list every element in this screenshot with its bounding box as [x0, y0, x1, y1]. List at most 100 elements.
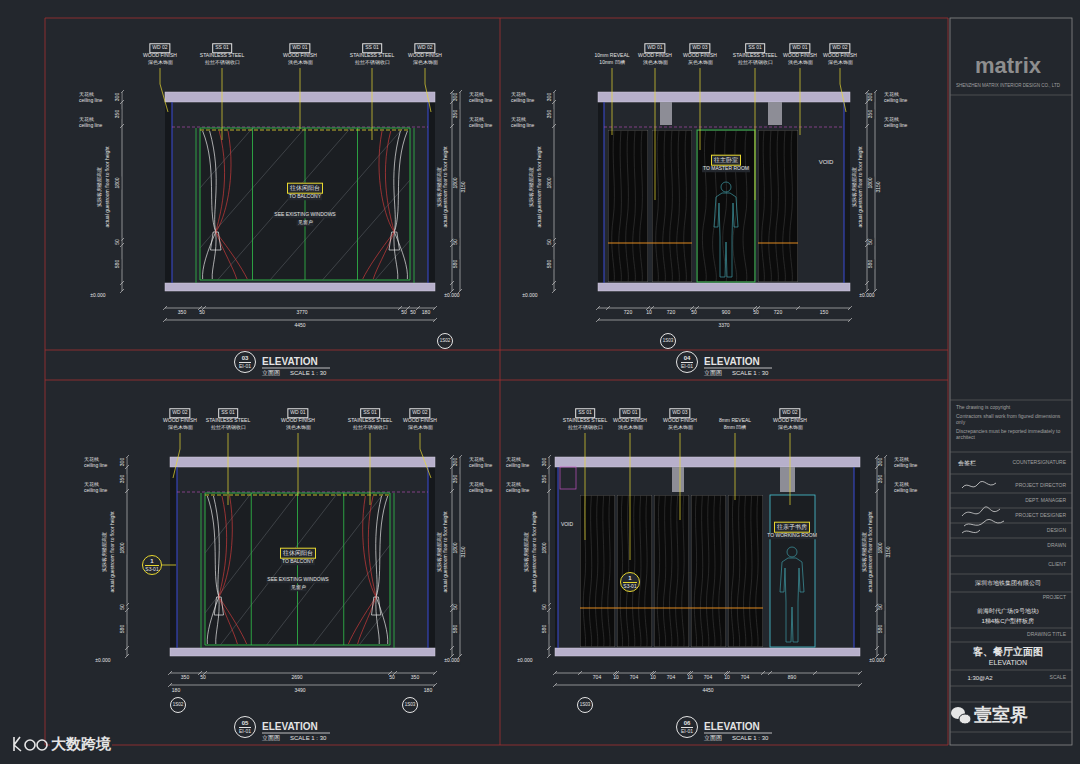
- title-block-text: SCALE: [1050, 675, 1066, 681]
- dimension: 580: [878, 624, 884, 634]
- height-note: actual guestroom floor to floor height: [443, 146, 449, 227]
- elevation-05: [170, 467, 177, 648]
- dimension: 50: [409, 310, 417, 316]
- callout-number: 03: [242, 355, 249, 362]
- elevation-05: [162, 565, 176, 566]
- elevation-04: [768, 102, 782, 125]
- level-label: ceiling line: [78, 123, 103, 129]
- dimension: 1800: [115, 176, 121, 189]
- elevation-04: [704, 368, 772, 369]
- level-label: ±0.000: [516, 658, 533, 664]
- dimension: 50: [120, 603, 126, 611]
- dimension: 50: [453, 603, 459, 611]
- dimension: 580: [453, 259, 459, 269]
- title-block-note: Discrepancies must be reported immediate…: [956, 429, 1064, 440]
- window-note: 见窗户: [290, 585, 307, 591]
- dimension: 3770: [295, 310, 308, 316]
- dimension: 720: [623, 310, 633, 316]
- dimension: 4450: [293, 323, 306, 329]
- material-note: 深色木饰面: [413, 60, 438, 66]
- level-label: 天花线: [83, 457, 100, 463]
- dimension: 704: [740, 675, 750, 681]
- height-note: actual guestroom floor to floor height: [532, 511, 538, 592]
- material-code: SS 01: [360, 408, 380, 418]
- level-label: ceiling line: [468, 98, 493, 104]
- material-note: 浅色木饰面: [643, 60, 668, 66]
- title-block: [959, 714, 971, 724]
- dimension: 10: [612, 675, 620, 681]
- material-code: SS 01: [218, 408, 238, 418]
- level-label: ±0.000: [858, 293, 875, 299]
- dimension: 720: [773, 310, 783, 316]
- dimension: 704: [703, 675, 713, 681]
- material-note: WOOD FINISH: [163, 418, 197, 424]
- leader-line: [160, 68, 846, 560]
- elevation-05: [177, 492, 428, 493]
- title-block-text: DRAWING TITLE: [1027, 632, 1066, 638]
- dimension: 1800: [542, 541, 548, 554]
- material-note: WOOD FINISH: [143, 53, 177, 59]
- title-block-text: DESIGN: [1047, 528, 1066, 534]
- title-block: [950, 18, 1072, 745]
- dimension: 300: [120, 457, 126, 467]
- material-code: WD 02: [409, 408, 430, 418]
- view-title: ELEVATION: [262, 721, 318, 732]
- leader-line: [160, 68, 431, 140]
- elevation-03: [428, 102, 435, 283]
- drawing-title: ELEVATION: [989, 659, 1027, 667]
- material-note: WOOD FINISH: [281, 418, 315, 424]
- dimension: 10: [649, 675, 657, 681]
- elevation-05: [170, 457, 435, 467]
- room-label: 往休闲阳台: [287, 183, 323, 194]
- elevation-03: [200, 128, 410, 280]
- material-note: STAINLESS STEEL: [350, 53, 394, 59]
- level-label: ceiling line: [893, 488, 918, 494]
- elevation-03: [262, 368, 330, 369]
- material-note: 深色木饰面: [168, 425, 193, 431]
- dimension: 50: [115, 238, 121, 246]
- dimension: 890: [787, 675, 797, 681]
- dimension: 350: [878, 474, 884, 484]
- material-code: WD 01: [644, 43, 665, 53]
- dimension: 1800: [453, 541, 459, 554]
- elevation-05: [428, 467, 435, 648]
- elevation-06: [617, 495, 652, 647]
- watermark: 壹室界: [974, 706, 1028, 726]
- title-block: [950, 95, 1072, 732]
- title-block-text: PROJECT DIRECTOR: [1015, 483, 1066, 489]
- title-block: [962, 481, 1004, 533]
- level-label: ceiling line: [468, 488, 493, 494]
- material-note: 浅色木饰面: [288, 60, 313, 66]
- material-note: 浅色木饰面: [618, 425, 643, 431]
- material-note: WOOD FINISH: [783, 53, 817, 59]
- room-label: 往休闲阳台: [280, 548, 316, 559]
- elevation-06: [770, 495, 815, 647]
- material-note: WOOD FINISH: [638, 53, 672, 59]
- void-label: VOID: [560, 522, 574, 528]
- level-label: ±0.000: [868, 658, 885, 664]
- dimension: 180: [423, 688, 433, 694]
- elevation-04: [604, 127, 844, 128]
- view-title: ELEVATION: [704, 356, 760, 367]
- material-code: WD 01: [619, 408, 640, 418]
- elevation-06: [560, 467, 576, 489]
- title-block-text: DRAWN: [1047, 543, 1066, 549]
- elevation-06: [854, 467, 860, 648]
- elevation-04: [596, 306, 852, 322]
- material-note: 深色木饰面: [828, 60, 853, 66]
- dimension: 704: [592, 675, 602, 681]
- level-label: 天花线: [510, 92, 527, 98]
- title-block-text: 会签栏: [958, 460, 976, 467]
- material-note: 灰色木饰面: [688, 60, 713, 66]
- material-note: WOOD FINISH: [663, 418, 697, 424]
- level-label: 天花线: [893, 457, 910, 463]
- height-note: actual guestroom floor to floor height: [105, 146, 111, 227]
- view-callout-circle: 1S3-01: [620, 572, 640, 592]
- material-note: WOOD FINISH: [613, 418, 647, 424]
- leader-line: [585, 433, 790, 560]
- callout-number: EI-01: [681, 362, 693, 370]
- dimension: 3150: [461, 180, 467, 193]
- dimension: 350: [177, 310, 187, 316]
- dimension: 580: [868, 259, 874, 269]
